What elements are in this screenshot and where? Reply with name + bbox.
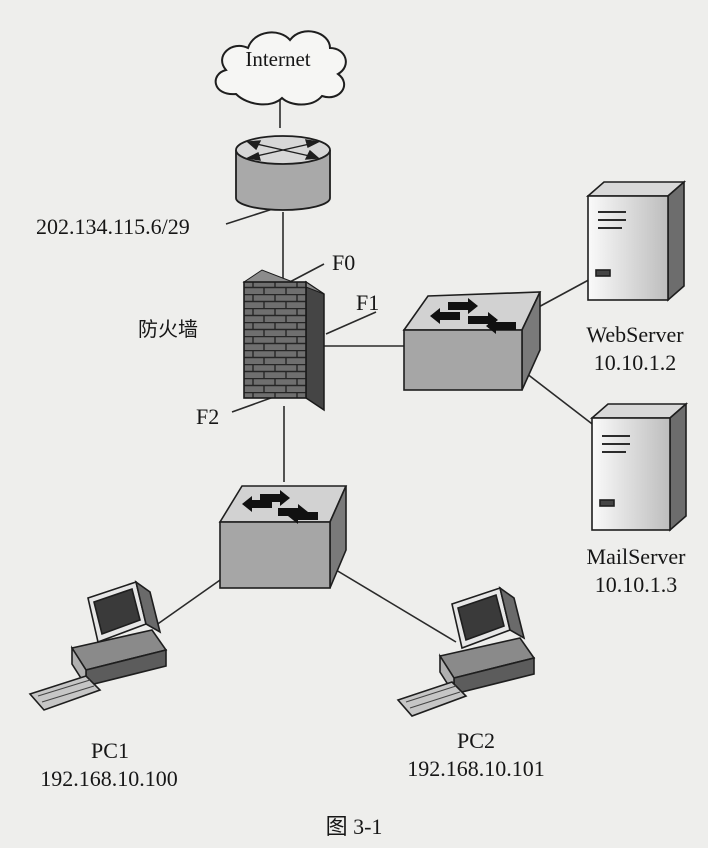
mailserver-icon [589, 402, 689, 532]
port-f2-label: F2 [196, 404, 220, 429]
firewall-label: 防火墙 [138, 317, 198, 341]
pc1-computer-icon [28, 580, 168, 711]
pc2-name: PC2 [457, 728, 495, 753]
lan-switch-icon [218, 485, 348, 589]
webserver-icon [585, 180, 687, 302]
link-lan-switch-pc2 [325, 563, 457, 643]
internet-label: Internet [245, 47, 311, 71]
figure-caption: 图 3-1 [325, 814, 383, 839]
dmz-switch-icon [402, 291, 542, 391]
leader-f0 [285, 263, 325, 285]
pc2-computer-icon [396, 586, 536, 717]
router-icon [235, 135, 331, 211]
port-f0-label: F0 [332, 250, 356, 275]
internet-cloud-icon [214, 30, 347, 106]
network-links [151, 96, 601, 643]
webserver-name: WebServer [586, 322, 684, 347]
pc1-name: PC1 [91, 738, 129, 763]
mailserver-name: MailServer [586, 544, 686, 569]
leader-f1 [325, 311, 377, 335]
port-f1-label: F1 [356, 290, 380, 315]
pc2-ip: 192.168.10.101 [407, 756, 545, 781]
mailserver-ip: 10.10.1.3 [594, 572, 678, 597]
firewall-icon [242, 269, 325, 412]
link-dmz-switch-mailserver [521, 369, 601, 431]
webserver-ip: 10.10.1.2 [593, 350, 677, 375]
pc1-ip: 192.168.10.100 [40, 766, 178, 791]
router-wan-ip: 202.134.115.6/29 [36, 214, 190, 239]
